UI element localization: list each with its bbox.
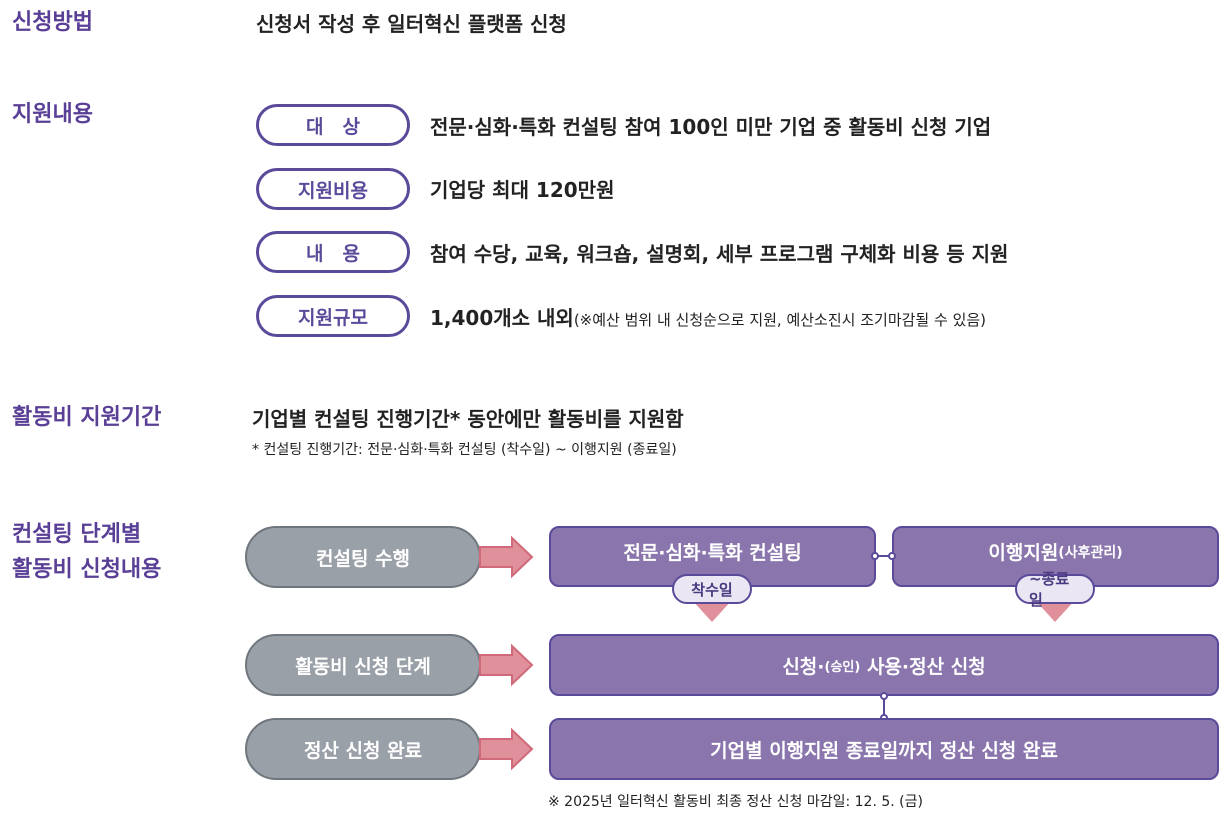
apply-pre: 신청· [782, 655, 825, 678]
content-text: 참여 수당, 교육, 워크숍, 설명회, 세부 프로그램 구체화 비용 등 지원 [430, 242, 1009, 266]
period-heading: 활동비 지원기간 [12, 405, 162, 430]
target-text: 전문·심화·특화 컨설팅 참여 100인 미만 기업 중 활동비 신청 기업 [430, 115, 992, 139]
method-text: 신청서 작성 후 일터혁신 플랫폼 신청 [256, 12, 567, 36]
deadline-footnote: ※ 2025년 일터혁신 활동비 최종 정산 신청 마감일: 12. 5. (금… [548, 794, 923, 810]
period-text: 기업별 컨설팅 진행기간* 동안에만 활동비를 지원함 [252, 407, 684, 431]
scale-label: 지원규모 [256, 295, 410, 337]
apply-box: 신청·(승인) 사용·정산 신청 [549, 634, 1219, 696]
target-value: 전문·심화·특화 컨설팅 참여 100인 미만 기업 중 활동비 신청 기업 [430, 113, 991, 141]
arrow-right-icon [479, 535, 534, 579]
target-label: 대 상 [256, 104, 410, 146]
arrow-right-icon [479, 727, 534, 771]
connector-dot [888, 552, 896, 560]
content-label: 내 용 [256, 231, 410, 273]
settle-box: 기업별 이행지원 종료일까지 정산 신청 완료 [549, 718, 1219, 780]
apply-sub: (승인) [824, 659, 861, 675]
end-badge: ~종료일 [1015, 570, 1095, 609]
followup-sub: (사후관리) [1058, 544, 1123, 561]
scale-text: 1,400개소 내외 [430, 306, 574, 330]
connector-dot [880, 692, 888, 700]
stage-apply: 활동비 신청 단계 [245, 634, 481, 696]
steps-heading-2: 활동비 신청내용 [12, 557, 162, 582]
steps-heading-1: 컨설팅 단계별 [12, 522, 142, 547]
method-heading: 신청방법 [12, 10, 93, 35]
content-value: 참여 수당, 교육, 워크숍, 설명회, 세부 프로그램 구체화 비용 등 지원 [430, 240, 1008, 268]
arrow-right-icon [479, 643, 534, 687]
apply-post: 사용·정산 신청 [860, 655, 986, 678]
followup-text: 이행지원 [988, 542, 1059, 564]
connector-line [876, 555, 892, 557]
down-triangle-icon [1035, 600, 1075, 622]
connector-dot [871, 552, 879, 560]
stage-consulting: 컨설팅 수행 [245, 526, 481, 588]
period-note: * 컨설팅 진행기간: 전문·심화·특화 컨설팅 (착수일) ~ 이행지원 (종… [252, 442, 677, 458]
scale-note: (※예산 범위 내 신청순으로 지원, 예산소진시 조기마감될 수 있음) [573, 311, 987, 329]
support-heading: 지원내용 [12, 102, 93, 127]
cost-label: 지원비용 [256, 168, 410, 210]
stage-settle: 정산 신청 완료 [245, 718, 481, 780]
connector-line [883, 696, 885, 718]
start-badge: 착수일 [672, 574, 752, 604]
down-triangle-icon [692, 600, 732, 622]
cost-text: 기업당 최대 120만원 [430, 178, 615, 202]
scale-value: 1,400개소 내외(※예산 범위 내 신청순으로 지원, 예산소진시 조기마감… [430, 304, 986, 334]
cost-value: 기업당 최대 120만원 [430, 176, 614, 204]
